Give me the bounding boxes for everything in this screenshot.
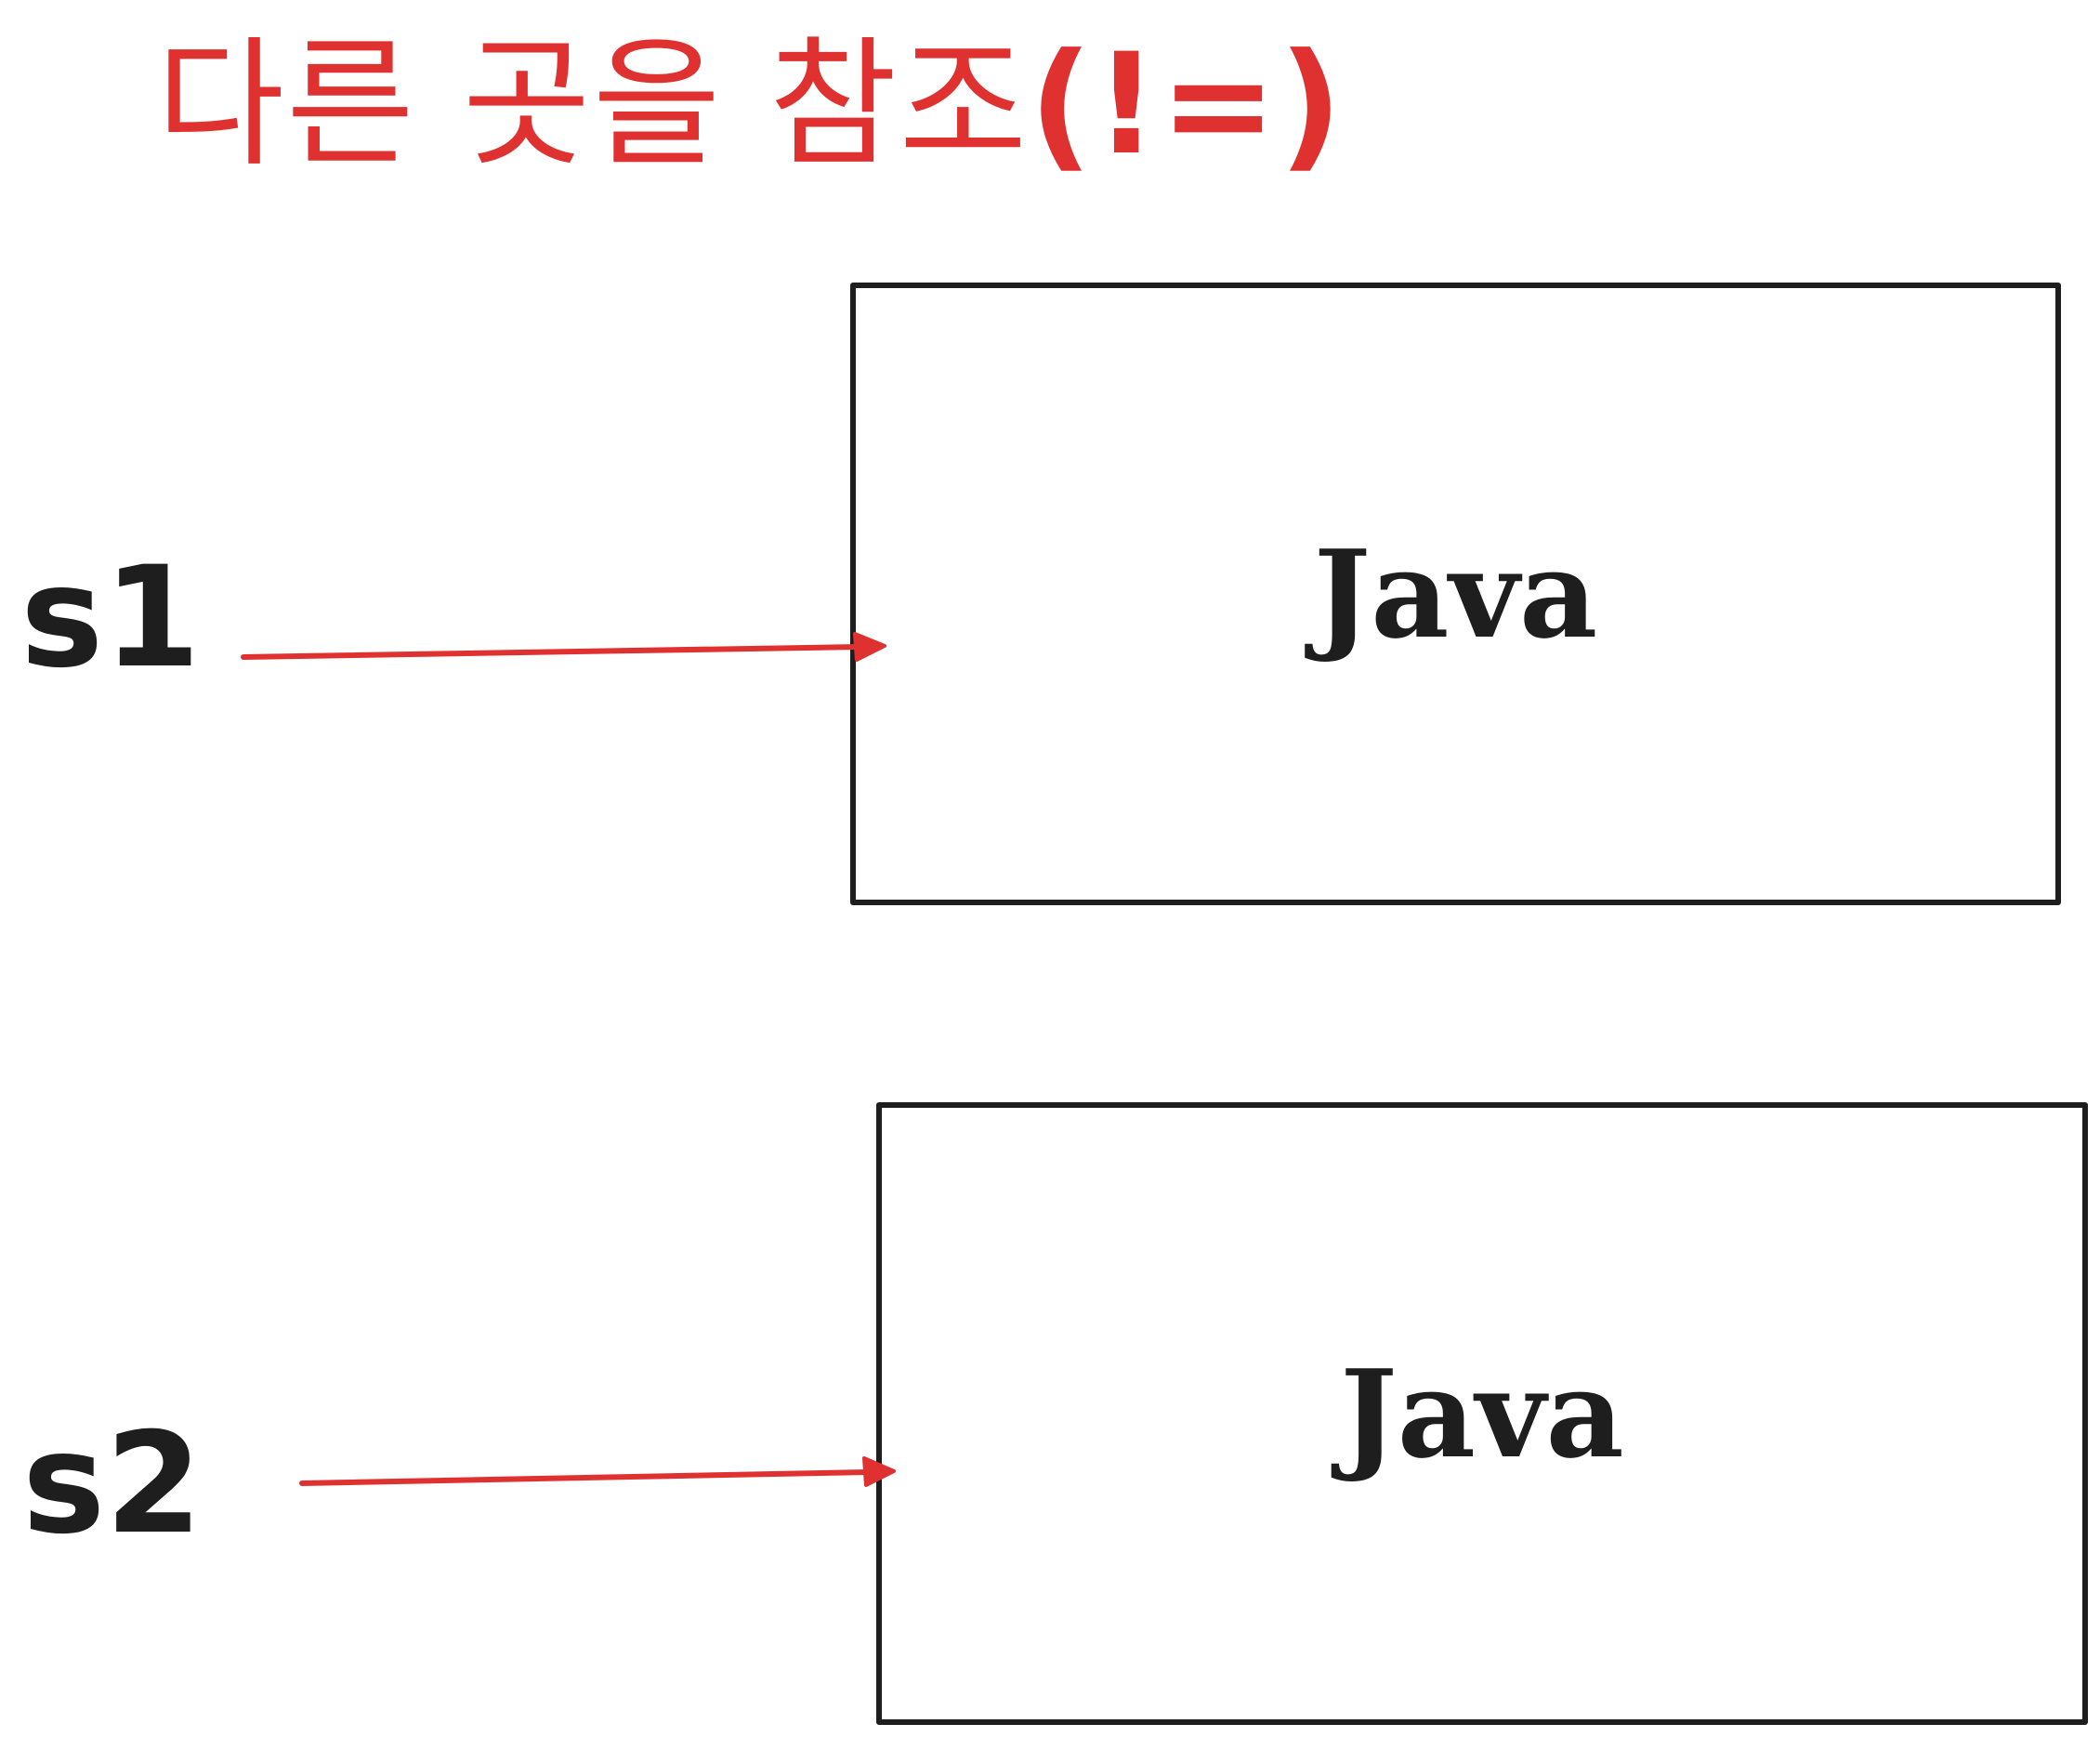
arrow-s2-to-box-2: [299, 1456, 896, 1487]
object-box-1: Java: [850, 283, 2061, 905]
arrowhead-1: [853, 632, 886, 662]
title-text: 다른 곳을 참조: [156, 24, 1030, 186]
arrow-shaft-2: [299, 1469, 872, 1486]
object-value-1: Java: [1313, 522, 1598, 665]
title-not-equal-symbol: (!=): [1029, 24, 1345, 186]
object-value-2: Java: [1340, 1342, 1624, 1485]
variable-label-s2: s2: [22, 1403, 203, 1565]
arrow-shaft-1: [241, 644, 862, 660]
arrowhead-2: [862, 1456, 896, 1487]
arrow-s1-to-box-1: [241, 632, 886, 662]
diagram-title: 다른 곳을 참조(!=): [156, 26, 1345, 184]
variable-label-s1: s1: [20, 537, 201, 699]
object-box-2: Java: [876, 1102, 2088, 1725]
